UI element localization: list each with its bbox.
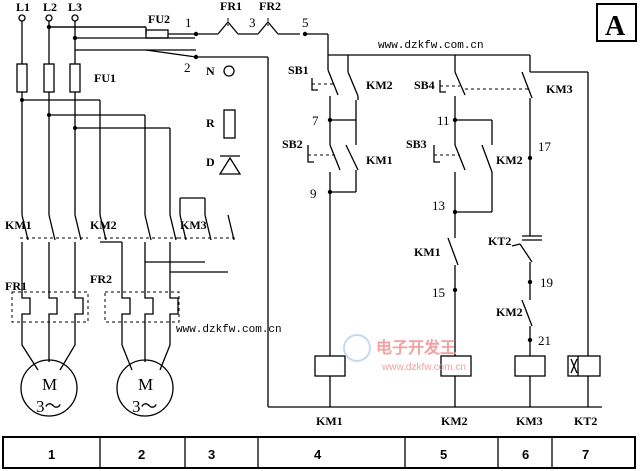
node-1: 1 <box>185 15 192 30</box>
motor-1-phase: 3～ <box>36 397 62 416</box>
node-3: 3 <box>249 15 256 30</box>
motor-2-phase: 3～ <box>132 397 158 416</box>
zone-6: 6 <box>522 447 529 462</box>
overload-label-fr2: FR2 <box>259 0 281 13</box>
phase-label-l1: L1 <box>16 0 30 14</box>
watermark-logo: 电子开发王 www.dzkfw.com.cn <box>343 334 466 373</box>
node-21: 21 <box>538 333 551 348</box>
contact-label-km1-hold: KM1 <box>366 153 393 167</box>
motor-2-letter: M <box>138 375 153 394</box>
fr1-thermal-element <box>11 290 89 323</box>
sb2-start-button <box>307 120 341 192</box>
watermark-url-top: www.dzkfw.com.cn <box>378 40 484 52</box>
contact-label-km2-hold: KM2 <box>496 153 523 167</box>
node-11: 11 <box>437 113 450 128</box>
node-9: 9 <box>310 186 317 201</box>
coil-km3 <box>514 355 546 377</box>
sb4-stop-button <box>439 71 530 120</box>
resistor-r <box>223 109 236 139</box>
motor-2: M 3～ <box>116 359 174 417</box>
resistor-label: R <box>206 116 215 130</box>
phase-labels: L1 L2 L3 <box>16 0 82 14</box>
fuse-label-fu2: FU2 <box>148 12 170 26</box>
power-overload-label-fr1: FR1 <box>5 279 27 293</box>
fuse-label-fu1: FU1 <box>94 71 116 85</box>
node-13: 13 <box>432 198 445 213</box>
motor-1: M 3～ <box>20 359 78 417</box>
contact-label-km1-nc: KM1 <box>414 245 441 259</box>
zone-2: 2 <box>138 447 145 462</box>
fuse-fu1-l2 <box>43 63 55 93</box>
coil-label-km3: KM3 <box>516 414 543 428</box>
zone-bar: 1 2 3 4 5 6 7 <box>2 436 636 469</box>
coil-km1 <box>314 355 346 377</box>
km1-power-contacts <box>20 214 88 290</box>
contact-label-km2-interlock: KM2 <box>366 78 393 92</box>
zone-4: 4 <box>314 447 322 462</box>
phase-label-l2: L2 <box>43 0 57 14</box>
node-19: 19 <box>540 275 553 290</box>
fuse-fu1-l3 <box>69 63 81 93</box>
contactor-label-km3: KM3 <box>180 218 207 232</box>
contactor-label-km2: KM2 <box>90 218 117 232</box>
motor-1-letter: M <box>42 375 57 394</box>
sb1-stop-button <box>311 55 339 120</box>
node-15: 15 <box>432 285 445 300</box>
node-7: 7 <box>312 113 319 128</box>
overload-label-fr1: FR1 <box>220 0 242 13</box>
zone-3: 3 <box>208 447 215 462</box>
coil-kt2 <box>567 355 601 377</box>
corner-label-text: A <box>605 11 626 42</box>
zone-1: 1 <box>48 447 55 462</box>
contact-label-km3-hold: KM3 <box>546 82 573 96</box>
coil-label-km1: KM1 <box>316 414 343 428</box>
coil-label-kt2: KT2 <box>574 414 597 428</box>
coil-km2 <box>440 355 472 377</box>
watermark-logo-text: 电子开发王 <box>376 338 456 357</box>
button-label-sb4: SB4 <box>414 78 435 92</box>
coil-label-km2: KM2 <box>441 414 468 428</box>
km2-power-contacts <box>98 214 178 290</box>
zone-7: 7 <box>582 447 589 462</box>
fr2-thermal-element <box>104 290 180 323</box>
contact-label-km2-nc: KM2 <box>496 305 523 319</box>
phase-label-l3: L3 <box>68 0 82 14</box>
button-label-sb1: SB1 <box>288 63 309 77</box>
contactor-label-km1: KM1 <box>5 218 32 232</box>
node-2: 2 <box>184 60 191 75</box>
power-overload-label-fr2: FR2 <box>90 272 112 286</box>
neutral-label: N <box>206 64 215 78</box>
contact-label-kt2: KT2 <box>488 234 511 248</box>
diode-d <box>218 155 242 175</box>
node-5: 5 <box>302 15 309 30</box>
fuse-fu1-l1 <box>16 63 28 93</box>
watermark-logo-url: www.dzkfw.com.cn <box>381 362 466 373</box>
button-label-sb3: SB3 <box>406 137 427 151</box>
corner-label: A <box>596 3 637 42</box>
node-17: 17 <box>538 139 552 154</box>
watermark-url-bottom: www.dzkfw.com.cn <box>176 324 282 336</box>
km3-power-contacts <box>145 214 236 273</box>
fuse-fu2 <box>145 29 169 39</box>
diode-label: D <box>206 155 215 169</box>
button-label-sb2: SB2 <box>282 137 303 151</box>
kt2-timer-contact <box>511 235 542 282</box>
zone-5: 5 <box>440 447 447 462</box>
sb3-start-button <box>433 120 466 212</box>
